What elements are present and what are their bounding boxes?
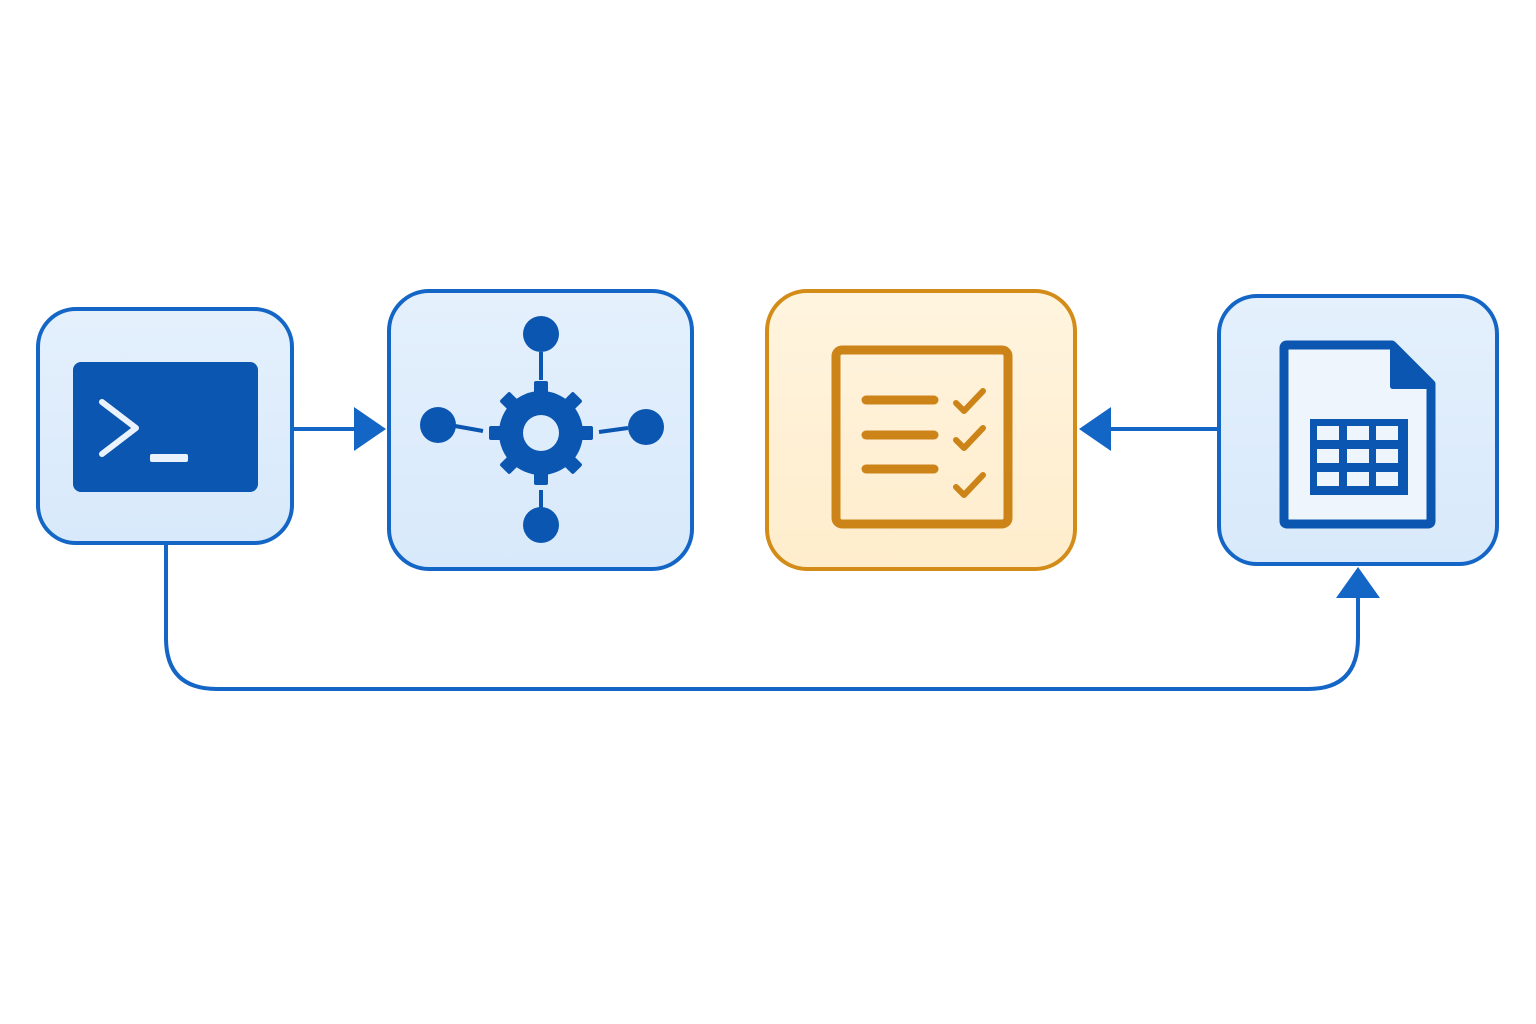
arrowhead (354, 407, 386, 451)
edge-terminal-to-processor (292, 407, 386, 451)
table-grid (1310, 419, 1408, 495)
arrowhead (1336, 567, 1380, 598)
checklist-icon (831, 345, 1013, 529)
edge-terminal-to-spreadsheet (164, 542, 1380, 691)
spreadsheet-file-icon (1279, 340, 1436, 529)
node-processor[interactable] (387, 289, 694, 571)
network-node (523, 507, 559, 543)
check-icon (953, 388, 986, 414)
network-node (628, 409, 664, 445)
node-spreadsheet[interactable] (1217, 294, 1499, 566)
terminal-icon (73, 362, 258, 492)
node-terminal[interactable] (36, 307, 294, 545)
network-node (420, 407, 456, 443)
check-icon (953, 425, 986, 451)
folded-corner (1390, 345, 1432, 389)
check-icon (953, 472, 986, 498)
gear-network-icon (420, 316, 664, 543)
edge-spreadsheet-to-checklist (1079, 407, 1217, 451)
arrowhead (1079, 407, 1111, 451)
gear-icon (489, 381, 593, 485)
network-node (523, 316, 559, 352)
node-checklist[interactable] (765, 289, 1077, 571)
